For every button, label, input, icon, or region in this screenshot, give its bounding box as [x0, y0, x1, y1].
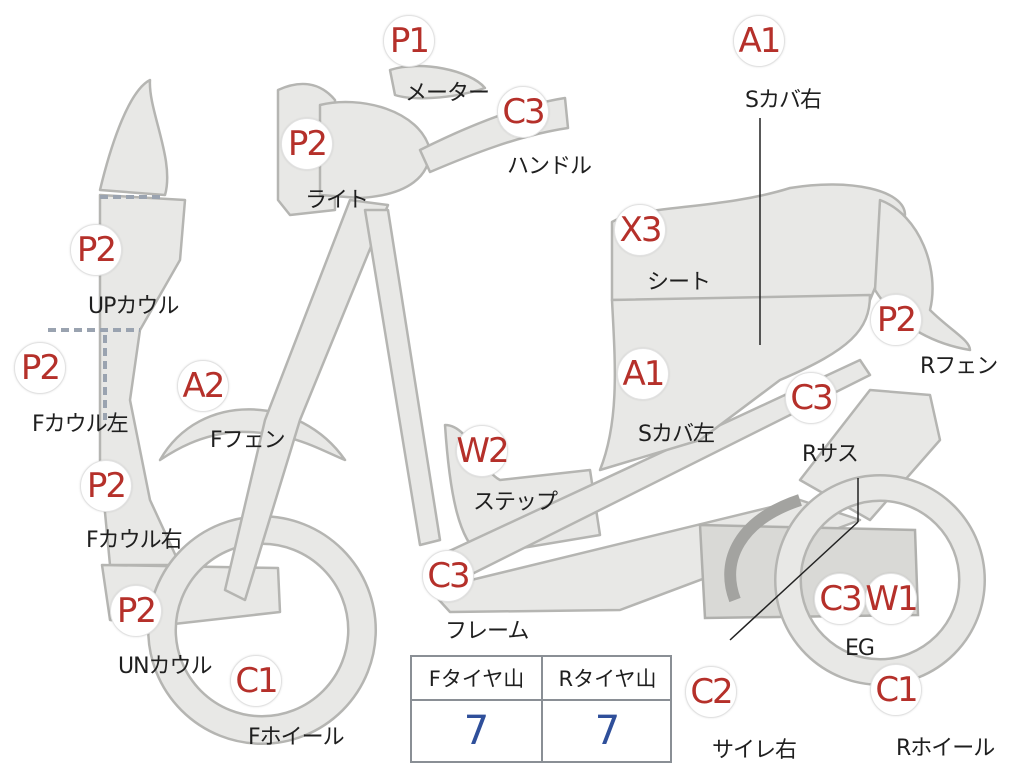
rear-fender-code: P2	[870, 294, 922, 346]
up-cowl-code: P2	[70, 224, 122, 276]
step-label: ステップ	[473, 490, 558, 515]
handle-code: C3	[497, 86, 549, 138]
front-fender-label: Fフェン	[210, 428, 286, 453]
engine-label: EG	[845, 636, 875, 661]
engine-code-left: C3	[814, 573, 866, 625]
f-cowl-right-code: P2	[80, 460, 132, 512]
tire-tread-table: Fタイヤ山 Rタイヤ山 7 7	[410, 655, 672, 763]
down-tube-shape	[363, 208, 442, 547]
un-cowl-label: UNカウル	[118, 654, 213, 679]
f-cowl-left-label: Fカウル左	[32, 412, 129, 437]
rear-suspension-label: Rサス	[802, 442, 859, 467]
seat-code: X3	[614, 204, 666, 256]
rear-wheel-code: C1	[870, 664, 922, 716]
side-cover-left-label: Sカバ左	[638, 422, 715, 447]
meter-label: メーター	[405, 81, 490, 106]
f-cowl-right-label: Fカウル右	[86, 528, 183, 553]
up-cowl-shape	[98, 78, 169, 197]
side-cover-right-code: A1	[733, 15, 785, 67]
seat-label: シート	[647, 270, 711, 295]
rear-suspension-code: C3	[785, 372, 837, 424]
frame-code: C3	[422, 550, 474, 602]
rear-tire-value: 7	[594, 708, 621, 754]
un-cowl-code: P2	[110, 585, 162, 637]
side-cover-left-code: A1	[617, 348, 669, 400]
up-cowl-label: UPカウル	[88, 294, 179, 319]
frame-label: フレーム	[445, 619, 529, 644]
front-wheel-label: Fホイール	[248, 725, 345, 750]
side-cover-right-label: Sカバ右	[745, 88, 822, 113]
front-tire-header: Fタイヤ山	[412, 657, 541, 701]
meter-shape	[388, 64, 487, 100]
light-code: P2	[281, 118, 333, 170]
front-tire-value: 7	[463, 708, 490, 754]
muffler-right-code: C2	[685, 666, 737, 718]
f-cowl-left-code: P2	[14, 342, 66, 394]
engine-code-right: W1	[865, 573, 919, 625]
rear-fender-label: Rフェン	[920, 354, 998, 379]
handle-label: ハンドル	[507, 154, 592, 179]
table-divider	[541, 657, 543, 761]
meter-code: P1	[383, 15, 435, 67]
muffler-right-label: サイレ右	[712, 738, 797, 763]
step-code: W2	[456, 425, 510, 477]
front-fork-shape	[223, 198, 390, 602]
front-fender-code: A2	[177, 360, 229, 412]
rear-wheel-label: Rホイール	[896, 736, 995, 761]
rear-tire-header: Rタイヤ山	[543, 657, 672, 701]
side-cover-shape	[598, 293, 872, 472]
light-label: ライト	[305, 188, 369, 213]
front-wheel-code: C1	[230, 655, 282, 707]
